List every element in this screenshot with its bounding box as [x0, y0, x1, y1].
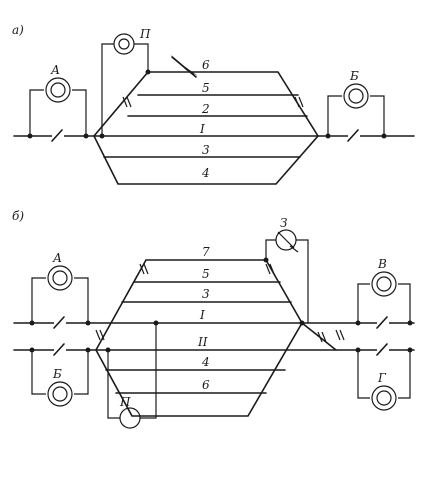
lamp-g-wire — [398, 350, 411, 399]
lamp-b-wire — [327, 95, 342, 136]
lamp-g-icon — [371, 385, 397, 411]
lamp-z-label: З — [280, 216, 287, 230]
switch-a — [53, 316, 65, 329]
track-label-4: 4 — [201, 355, 210, 369]
lamp-b-icon — [343, 83, 369, 109]
panel-a-label: а) — [12, 23, 24, 37]
lamp-p-label: П — [119, 395, 131, 409]
track-label-5: 5 — [202, 267, 210, 281]
lamp-p-icon — [113, 33, 135, 55]
lamp-v-wire — [357, 283, 370, 323]
panel-b: б) 7 5 3 I II 4 6 — [12, 209, 415, 429]
track-label-1: I — [199, 308, 205, 322]
lamp-g-label: Г — [377, 371, 387, 385]
track-label-4: 4 — [201, 166, 210, 180]
lamp-z-wire — [265, 239, 276, 260]
lamp-a-label: А — [50, 63, 60, 77]
lamp-a-wire — [74, 277, 89, 323]
lamp-b-icon — [47, 381, 73, 407]
lamp-b-label: Б — [349, 69, 359, 83]
insulating-joint — [317, 331, 327, 343]
switch-g — [376, 343, 388, 356]
track-label-3: 3 — [202, 143, 210, 157]
track-label-1: I — [199, 122, 205, 136]
track-label-3: 3 — [202, 287, 210, 301]
lamp-b-label: Б — [52, 367, 62, 381]
track-label-6: 6 — [202, 378, 210, 392]
lamp-a-label: А — [52, 251, 62, 265]
track-label-2: II — [197, 335, 208, 349]
switch-b — [347, 129, 359, 142]
lamp-z-wire — [296, 239, 309, 323]
lamp-v-wire — [398, 283, 411, 323]
track-label-6: 6 — [202, 58, 210, 72]
track-label-2: 2 — [201, 102, 210, 116]
insulating-joint — [335, 329, 345, 341]
switch-a — [51, 129, 63, 142]
lamp-p-wire — [134, 43, 149, 72]
lamp-p-icon — [119, 407, 141, 429]
lamp-b-wire — [74, 350, 89, 395]
lamp-p-label: П — [139, 27, 151, 41]
lamp-a-wire — [29, 89, 44, 136]
insulating-joint — [122, 96, 132, 108]
insulating-joint — [265, 263, 275, 275]
crossover-right — [301, 322, 337, 351]
insulating-joint — [139, 263, 149, 275]
lamp-a-wire — [31, 277, 46, 323]
insulating-joint — [294, 96, 304, 108]
lamp-a-icon — [47, 265, 73, 291]
lamp-a-icon — [45, 77, 71, 103]
lamp-v-icon — [371, 271, 397, 297]
lamp-g-wire — [357, 350, 370, 399]
panel-a: а) 6 5 2 I 3 4 А — [12, 23, 415, 185]
lamp-p-wire — [140, 323, 157, 419]
track-label-5: 5 — [202, 81, 210, 95]
lamp-p-wire — [107, 350, 120, 419]
track-label-7: 7 — [202, 245, 210, 259]
switch-b — [53, 343, 65, 356]
lamp-p-wire — [101, 43, 114, 136]
lamp-a-wire — [72, 89, 87, 136]
lamp-v-label: В — [377, 257, 387, 271]
lamp-b-wire — [370, 95, 385, 136]
lamp-z-icon — [275, 229, 297, 251]
lamp-b-wire — [31, 350, 46, 395]
insulating-joint — [95, 329, 105, 341]
panel-b-label: б) — [12, 209, 24, 223]
switch-v — [376, 316, 388, 329]
